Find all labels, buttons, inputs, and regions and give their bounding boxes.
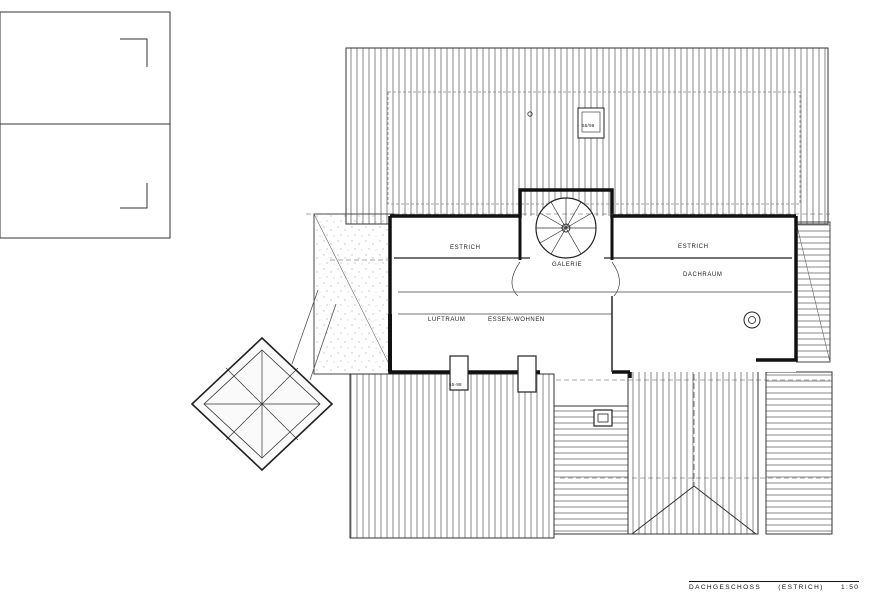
roof-bottom-middle	[553, 405, 629, 535]
room-label-estrich-right: ESTRICH	[678, 244, 709, 250]
corner-mark-bottom	[120, 183, 148, 209]
tank-symbol	[743, 311, 761, 329]
dimension-lines	[306, 213, 830, 479]
caption-scale: 1:50	[840, 584, 860, 591]
skylight-top-inner	[581, 111, 601, 133]
room-label-essen-wohnen: ESSEN-WOHNEN	[488, 317, 545, 323]
caption-title: DACHGESCHOSS	[689, 584, 762, 591]
room-label-galerie: GALERIE	[552, 262, 582, 268]
chimney-left	[449, 355, 469, 391]
room-label-dachraum: DACHRAUM	[683, 272, 722, 278]
corner-mark-top	[120, 38, 148, 67]
pavilion	[190, 289, 337, 472]
skylight-tag-top: 55/98	[582, 123, 595, 128]
roof-right	[795, 221, 831, 363]
caption-rule	[689, 581, 860, 582]
roof-bottom-right	[765, 371, 833, 535]
drawing-caption: DACHGESCHOSS (ESTRICH) 1:50	[689, 581, 860, 591]
chimney-lower-inner	[597, 413, 609, 423]
chimney-lower	[593, 409, 613, 427]
roof-bottom-left	[349, 373, 555, 539]
tank-symbol-inner	[748, 316, 756, 324]
detail-frame-group	[0, 11, 171, 239]
roof-left-wing	[313, 213, 395, 375]
room-label-estrich-left: ESTRICH	[450, 245, 481, 251]
skylight-tag-bottom: 55-98	[449, 382, 462, 387]
caption-subtitle: (ESTRICH)	[778, 584, 824, 591]
vent-mark	[527, 111, 533, 117]
spiral-stair	[535, 197, 597, 259]
room-label-luftraum: LUFTRAUM	[428, 317, 465, 323]
detail-frame	[0, 11, 171, 239]
chimney-center	[517, 355, 537, 393]
